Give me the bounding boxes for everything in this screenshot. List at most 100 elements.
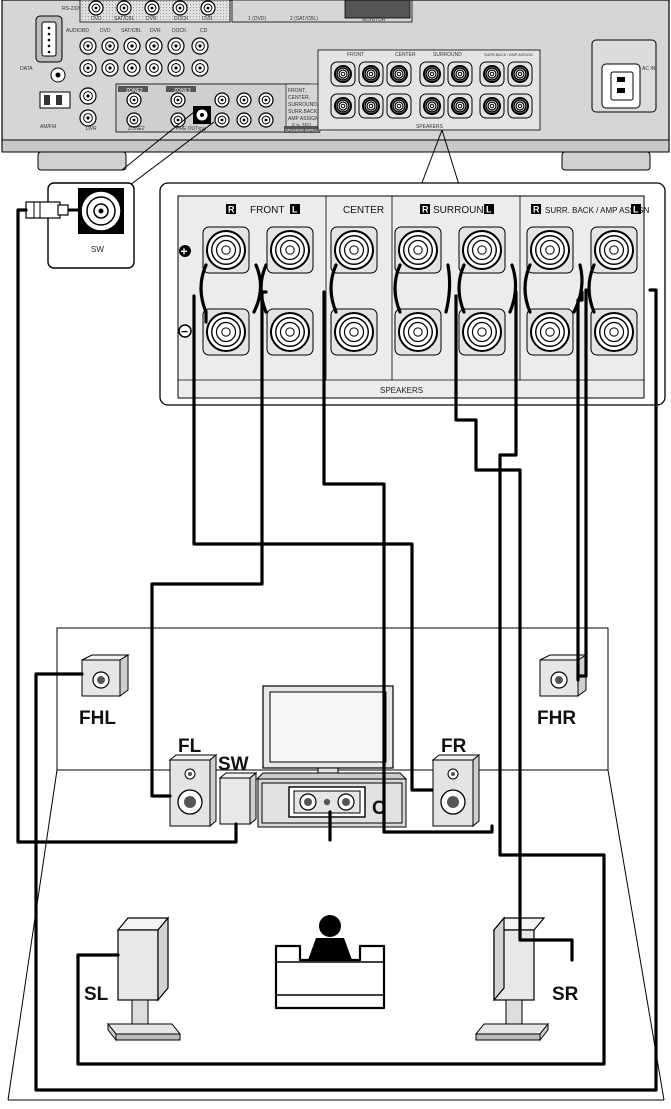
speaker-sr xyxy=(474,916,550,1042)
receiver-speaker-terminal xyxy=(358,61,384,87)
wire-subwoofer xyxy=(16,208,238,844)
plus-text: + xyxy=(181,245,188,259)
panel-badge-surround-l: L xyxy=(484,204,494,215)
wire-surround-l xyxy=(76,290,606,1066)
speaker-note-line: CENTER, xyxy=(288,95,310,101)
video-jack xyxy=(88,0,104,16)
audio-jack xyxy=(123,37,141,55)
rs232-label: RS-232C xyxy=(62,6,83,12)
receiver-speaker-terminal xyxy=(507,61,533,87)
label-sw: SW xyxy=(218,754,249,775)
panel-group-surround: SURROUND xyxy=(433,205,491,216)
speaker-impedance-label: SPEAKER IMPEDANCE xyxy=(285,128,329,133)
wire-surround-r xyxy=(454,294,574,962)
antenna-label: AM/FM xyxy=(40,124,56,130)
speaker-note-line: SURROUND, xyxy=(288,102,318,108)
monitor-out-row: 1 (DVD) 2 (SAT/CBL) MONITOR xyxy=(231,0,413,23)
badge-text: R xyxy=(533,205,540,215)
wire-loop xyxy=(587,263,596,314)
audio-jack xyxy=(167,59,185,77)
rs232-port: RS-232C DATA xyxy=(20,6,83,72)
speaker-center xyxy=(288,786,366,818)
audio-input-rows: AUDIO BD DVD SAT/CBL DVR DOCK CD xyxy=(66,28,209,127)
video-jack xyxy=(200,0,216,16)
zone-jack xyxy=(214,112,230,128)
zone-jack xyxy=(214,92,230,108)
room: FHL FHR C xyxy=(7,627,665,1101)
receiver-speaker-terminal xyxy=(419,61,445,87)
receiver-speaker-terminal xyxy=(330,61,356,87)
wire-loop xyxy=(457,263,466,314)
rs232-sub-label: DATA xyxy=(20,66,33,72)
receiver-rear-panel: RS-232C DATA DVD SAT/CBL DVR DOCK DVR 1 … xyxy=(1,0,670,171)
audio-jack xyxy=(79,37,97,55)
label-fr: FR xyxy=(441,736,467,757)
panel-badge-front-l: L xyxy=(290,204,300,215)
audio-jack xyxy=(191,59,209,77)
listener xyxy=(308,915,352,960)
wire-loop xyxy=(393,263,402,314)
audio-jack xyxy=(167,37,185,55)
receiver-speaker-terminal xyxy=(330,93,356,119)
speaker-terminal-panel: R FRONT L CENTER R SURROUND L R SURR. BA… xyxy=(159,182,666,406)
audio-jack xyxy=(79,109,97,127)
bottom-label: PRE OUT xyxy=(176,126,198,132)
label-fhl: FHL xyxy=(79,708,116,729)
panel-group-front: FRONT xyxy=(250,205,284,216)
audio-jack xyxy=(145,59,163,77)
audio-label: AUDIO xyxy=(66,28,82,34)
tv xyxy=(262,685,394,780)
audio-input-label: DOCK xyxy=(172,28,187,34)
zone-jack xyxy=(170,112,186,128)
receiver-speaker-terminal xyxy=(447,61,473,87)
speaker-binding-post-plus xyxy=(330,226,378,274)
zone-preout-block: ZONE2 ZONE3 DVR ZONE2 PRE OUT SW xyxy=(86,83,311,133)
label-sl: SL xyxy=(84,984,109,1005)
audio-input-label: DVR xyxy=(150,28,161,34)
zone-jack xyxy=(236,92,252,108)
panel-group-surr-back: SURR. BACK / AMP ASSIGN xyxy=(545,206,650,215)
video-jack xyxy=(172,0,188,16)
wire-loop xyxy=(329,263,338,314)
wire-front-l xyxy=(150,290,268,798)
receiver-bottom-lip xyxy=(1,139,670,153)
bottom-label: DVR xyxy=(86,126,97,132)
speaker-binding-post-plus xyxy=(202,226,250,274)
audio-input-label: CD xyxy=(200,28,208,34)
panel-group-center: CENTER xyxy=(343,205,384,216)
panel-badge-sb-l: L xyxy=(631,204,641,215)
sw-callout-label: SW xyxy=(91,245,104,254)
video-input-label: SAT/CBL xyxy=(114,16,135,22)
receiver-speaker-terminal xyxy=(479,61,505,87)
video-input-label: DVR xyxy=(146,16,157,22)
wire-loop xyxy=(572,263,584,314)
zone-jack xyxy=(258,92,274,108)
wire-loop xyxy=(444,263,452,314)
audio-jack xyxy=(79,59,97,77)
small-group-label: SURR.BACK / AMP ASSIGN xyxy=(484,53,533,57)
wire-loop xyxy=(508,263,518,314)
receiver-speaker-terminal xyxy=(507,93,533,119)
label-fl: FL xyxy=(178,736,202,757)
receiver-speaker-terminal xyxy=(386,93,412,119)
wire-front-r xyxy=(192,294,434,792)
small-group-label: CENTER xyxy=(395,52,416,58)
small-group-label: SURROUND xyxy=(433,52,462,58)
speaker-note-line: FRONT, xyxy=(288,88,306,94)
speaker-fl xyxy=(168,753,218,828)
plus-marker: + xyxy=(179,245,191,259)
bottom-label: ZONE2 xyxy=(128,126,145,132)
receiver-foot-left xyxy=(37,151,127,171)
speaker-binding-post-plus xyxy=(590,226,638,274)
minus-text: − xyxy=(181,325,188,339)
receiver-speaker-terminal xyxy=(479,93,505,119)
speaker-sl xyxy=(106,916,182,1042)
speaker-binding-post-minus xyxy=(394,308,442,356)
zone-jack xyxy=(258,112,274,128)
antenna-terminals: AM/FM xyxy=(39,67,71,130)
speaker-binding-post-plus xyxy=(526,226,574,274)
badge-text: L xyxy=(633,205,639,215)
monitor-label: 1 (DVD) xyxy=(248,16,266,22)
rca-plug xyxy=(25,201,61,219)
speaker-binding-post-minus xyxy=(458,308,506,356)
